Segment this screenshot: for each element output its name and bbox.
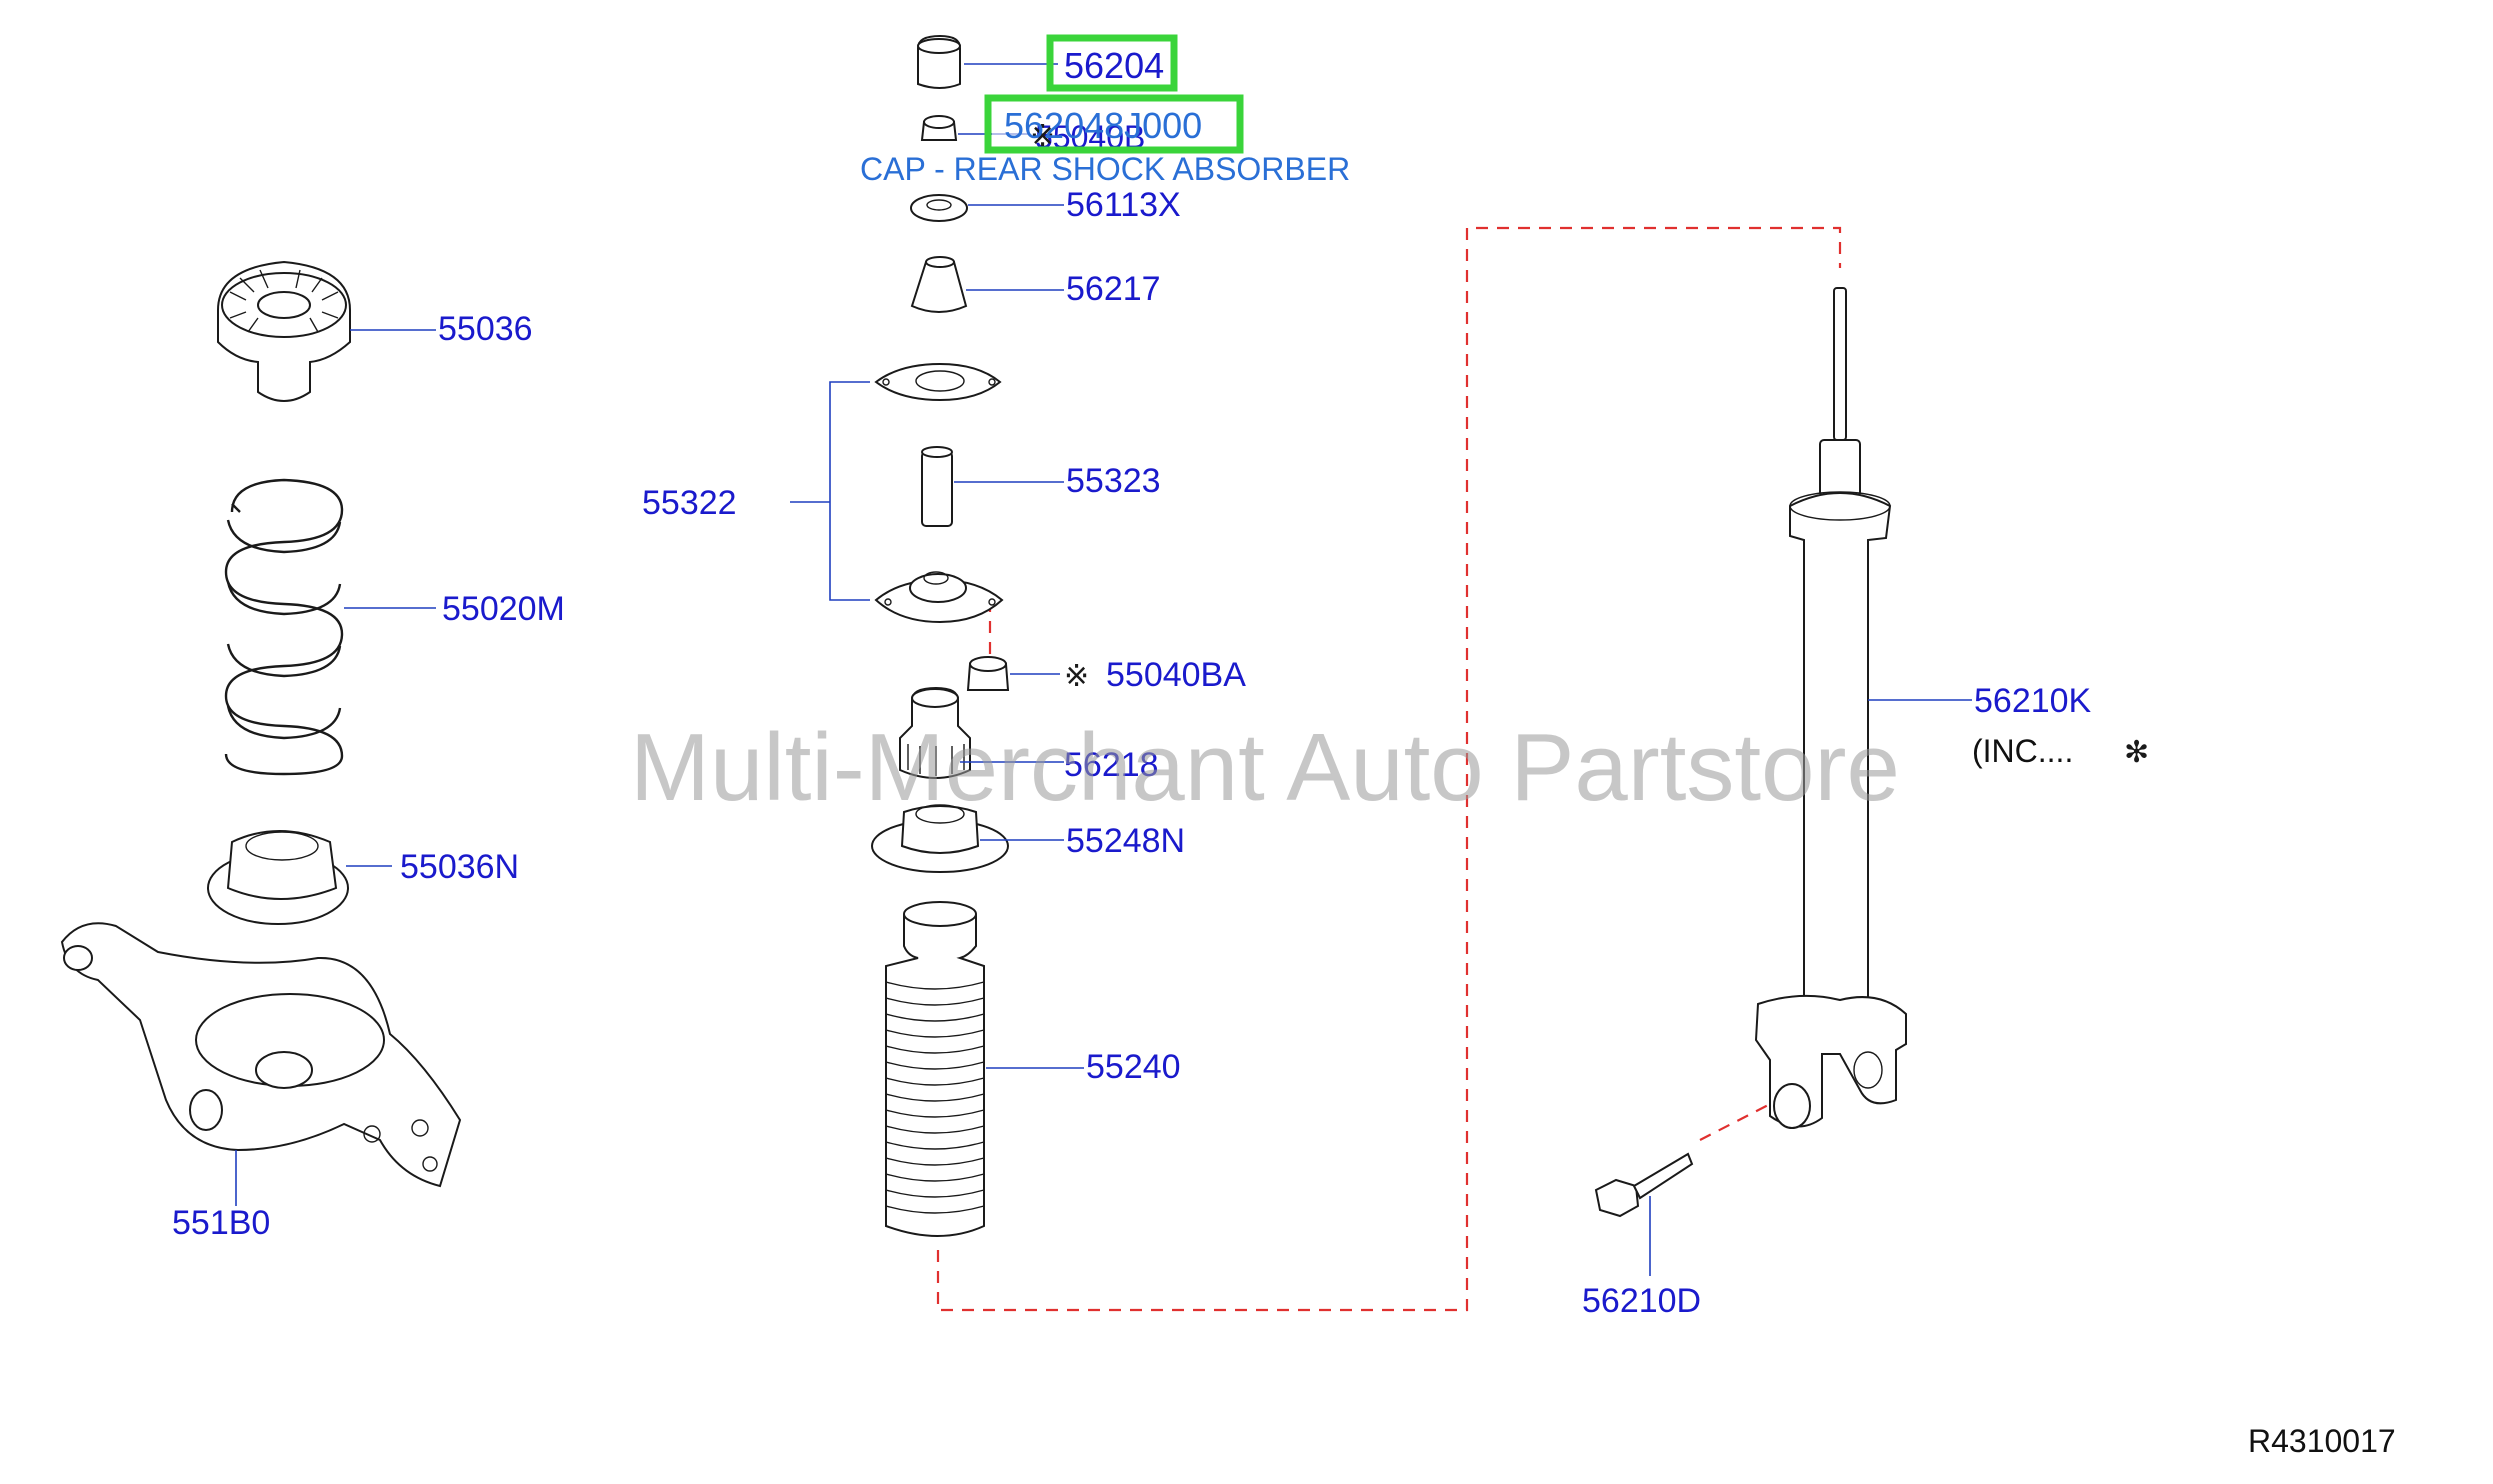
callout-56210d[interactable]: 56210D — [1582, 1282, 1701, 1320]
mount-plate-upper-part[interactable] — [874, 362, 1002, 402]
callout-55036n[interactable]: 55036N — [400, 848, 519, 886]
dashed-assembly-link — [936, 226, 1842, 1312]
bumper-56217-part[interactable] — [910, 256, 968, 313]
lower-seat-55036n-part[interactable] — [207, 830, 349, 925]
callout-551b0[interactable]: 551B0 — [172, 1204, 270, 1242]
dust-boot-55240-part[interactable] — [885, 901, 985, 1237]
highlight-box-562048j000 — [984, 94, 1244, 154]
bolt-56210d-part[interactable] — [1594, 1152, 1694, 1218]
callout-55040ba[interactable]: 55040BA — [1106, 656, 1246, 694]
callout-562048j000[interactable]: 562048J000 — [1004, 105, 1202, 146]
note-56210k: (INC.... — [1972, 733, 2073, 769]
seat-55248n-part[interactable] — [871, 804, 1009, 873]
cap-description-label: CAP - REAR SHOCK ABSORBER — [860, 151, 1350, 187]
upper-mount-55036-part[interactable] — [217, 260, 351, 402]
sleeve-55323-part[interactable] — [921, 446, 953, 527]
callout-56217[interactable]: 56217 — [1066, 270, 1161, 308]
watermark-text: Multi-Merchant Auto Partstore — [630, 714, 1900, 821]
washer-56113x-part[interactable] — [910, 194, 968, 222]
lower-arm-551b0-part[interactable] — [60, 922, 462, 1188]
callout-56204[interactable]: 56204 — [1064, 45, 1164, 86]
note-mark-56210k: ✻ — [2124, 735, 2149, 770]
callout-56113x[interactable]: 56113X — [1066, 186, 1181, 224]
cap-56204-part[interactable] — [917, 34, 961, 89]
callout-55323[interactable]: 55323 — [1066, 462, 1161, 500]
callout-55020m[interactable]: 55020M — [442, 590, 565, 628]
callout-55248n[interactable]: 55248N — [1066, 822, 1185, 860]
nut-55040b-part[interactable] — [920, 115, 958, 141]
highlight-box-56204 — [1046, 34, 1178, 92]
callout-55036[interactable]: 55036 — [438, 310, 533, 348]
callout-55240[interactable]: 55240 — [1086, 1048, 1181, 1086]
coil-spring-55020m-part[interactable] — [224, 478, 344, 776]
reference-mark-55040ba: ※ — [1064, 659, 1089, 694]
mount-plate-lower-part[interactable] — [874, 571, 1004, 624]
drawing-number: R4310017 — [2248, 1423, 2396, 1459]
shock-absorber-56210k-part[interactable] — [1754, 287, 1907, 1129]
callout-56210k[interactable]: 56210K — [1974, 682, 2092, 720]
bound-bumper-56218-part[interactable] — [899, 686, 971, 779]
nut-55040ba-part[interactable] — [966, 656, 1010, 691]
highlight-fill-562048j000 — [992, 100, 1238, 150]
callout-55322[interactable]: 55322 — [642, 484, 737, 522]
callout-56218[interactable]: 56218 — [1064, 746, 1159, 784]
